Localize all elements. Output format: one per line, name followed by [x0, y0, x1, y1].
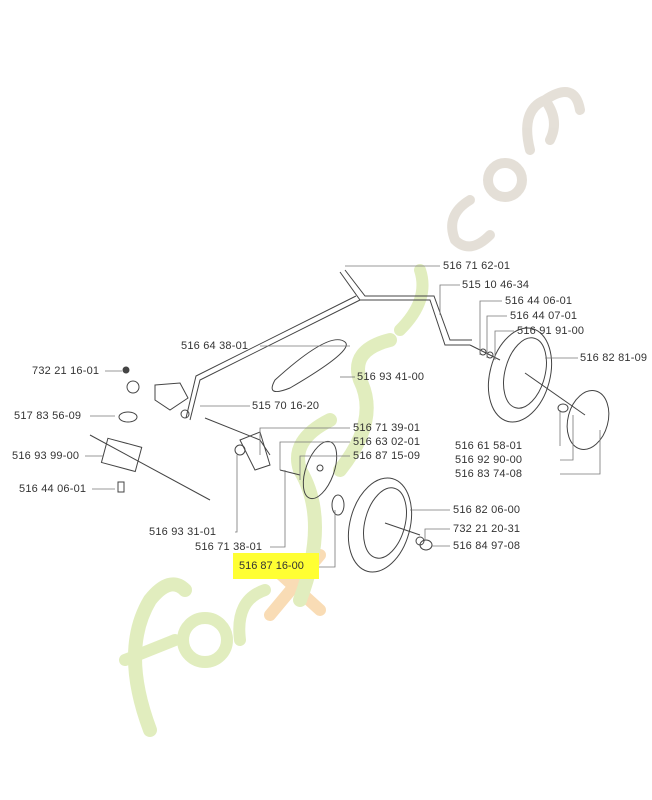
part-label[interactable]: 732 21 16-01: [32, 365, 100, 377]
part-number: 516 87 16-00: [239, 560, 304, 572]
highlighted-part-label[interactable]: 516 87 16-00: [233, 553, 319, 579]
part-label[interactable]: 515 10 46-34: [462, 279, 530, 291]
part-label[interactable]: 516 71 38-01: [195, 541, 263, 553]
part-label[interactable]: 516 93 31-01: [149, 526, 217, 538]
part-label[interactable]: 517 83 56-09: [14, 410, 82, 422]
part-label[interactable]: 516 44 06-01: [505, 295, 573, 307]
part-label[interactable]: 516 44 06-01: [19, 483, 87, 495]
part-label[interactable]: 516 84 97-08: [453, 540, 521, 552]
part-label[interactable]: 516 82 06-00: [453, 504, 521, 516]
part-label[interactable]: 732 21 20-31: [453, 523, 521, 535]
part-label[interactable]: 516 93 41-00: [357, 371, 425, 383]
part-label[interactable]: 516 71 39-01: [353, 422, 421, 434]
part-label[interactable]: 515 70 16-20: [252, 400, 320, 412]
part-label[interactable]: 516 63 02-01: [353, 436, 421, 448]
part-label[interactable]: 516 93 99-00: [12, 450, 80, 462]
part-label[interactable]: 516 61 58-01: [455, 440, 523, 452]
part-label[interactable]: 516 91 91-00: [517, 325, 585, 337]
watermark-logo: [119, 87, 585, 737]
part-label[interactable]: 516 44 07-01: [510, 310, 578, 322]
part-label[interactable]: 516 92 90-00: [455, 454, 523, 466]
part-label[interactable]: 516 83 74-08: [455, 468, 523, 480]
part-label[interactable]: 516 82 81-09: [580, 352, 648, 364]
part-label[interactable]: 516 64 38-01: [181, 340, 249, 352]
part-label[interactable]: 516 87 15-09: [353, 450, 421, 462]
part-label[interactable]: 516 71 62-01: [443, 260, 511, 272]
